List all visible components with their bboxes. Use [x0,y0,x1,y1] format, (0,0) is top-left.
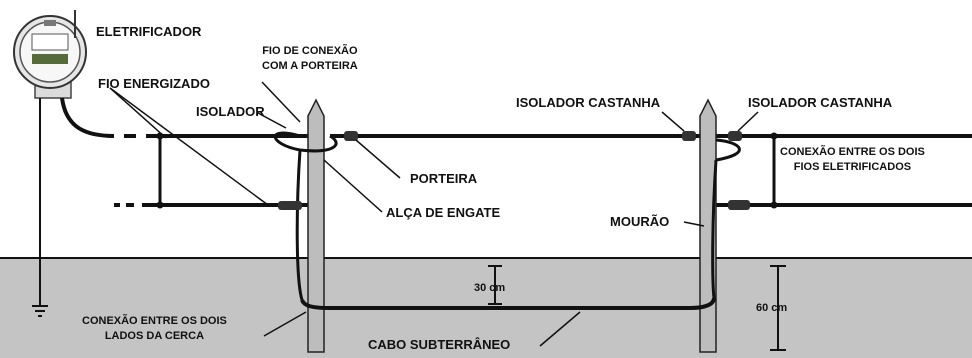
underground-cable [300,297,716,310]
insulator-icon [344,131,358,141]
wires-connection-label-line2: FIOS ELETRIFICADOS [793,161,912,173]
wires-connection-label-line1: CONEXÃO ENTRE OS DOIS [780,146,925,158]
leader-line [257,112,287,129]
jumper-joint [156,201,164,209]
energizer-label: ELETRIFICADOR [96,24,202,39]
insulator-icon [728,200,750,210]
nut-insulator-left-label: ISOLADOR CASTANHA [516,95,661,110]
jumper-joint [770,201,778,209]
insulator-icon [278,201,302,210]
gate-connection-wire-label-line2: COM A PORTEIRA [262,60,358,72]
leader-line [355,139,401,179]
leader-line [661,111,685,132]
down-lead-left [295,149,304,301]
leader-line [323,159,383,213]
depth-small-label: 30 cm [474,282,506,294]
sides-connection-label: CONEXÃO ENTRE OS DOIS LADOS DA CERCA [82,314,227,344]
leader-line [683,221,705,227]
ground-rod-icon [32,98,48,317]
insulator-label: ISOLADOR [196,104,265,119]
nut-insulator-right-label: ISOLADOR CASTANHA [748,95,893,110]
fence-post-icon [307,98,325,353]
leader-line [263,311,307,337]
hook-loop-label: ALÇA DE ENGATE [386,205,501,220]
insulator-icon [682,131,696,141]
depth-large-label: 60 cm [756,302,788,314]
jumper-joint [770,132,778,140]
leader-line [261,81,301,123]
sides-connection-label-line1: CONEXÃO ENTRE OS DOIS [82,315,227,327]
energizer-lead-wire [60,97,115,138]
underground-cable-label: CABO SUBTERRÂNEO [368,337,511,352]
gate-connection-wire-label: FIO DE CONEXÃO COM A PORTEIRA [262,44,358,74]
energized-wire-label: FIO ENERGIZADO [98,76,210,91]
leader-line [109,87,269,206]
leader-line [737,111,759,132]
insulator-icon [728,131,742,141]
depth-marker-60cm [770,265,786,351]
sides-connection-label-line2: LADOS DA CERCA [104,330,205,342]
depth-marker-30cm [488,265,502,305]
post-label: MOURÃO [610,214,670,229]
insulator-loop-right [715,138,741,162]
wires-connection-label: CONEXÃO ENTRE OS DOIS FIOS ELETRIFICADOS [780,145,925,175]
gate-label: PORTEIRA [410,171,478,186]
leader-line [539,311,581,347]
energizer-meter-icon [13,10,87,99]
leader-line [109,87,167,139]
gate-connection-wire-label-line1: FIO DE CONEXÃO [262,45,358,57]
down-lead-right [711,159,718,299]
insulator-loop-top [273,131,338,153]
